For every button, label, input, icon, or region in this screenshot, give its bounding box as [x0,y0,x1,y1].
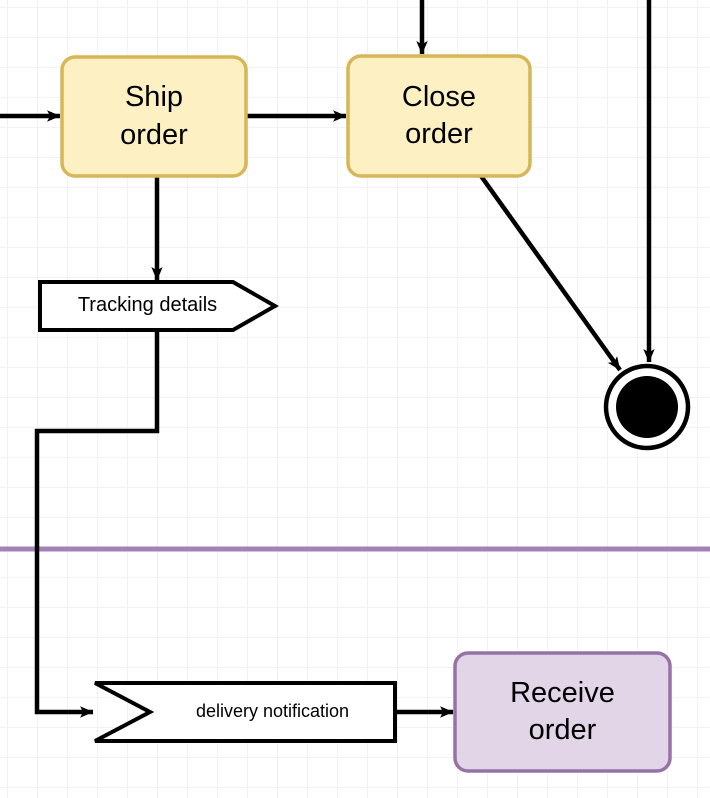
node-activity-final[interactable] [603,363,691,451]
final-node-core [616,376,678,438]
node-close-order[interactable] [346,54,532,178]
node-ship-order[interactable] [60,55,248,178]
node-receive-order[interactable] [453,651,672,773]
node-tracking-details[interactable] [38,280,280,332]
node-delivery-notification[interactable] [94,681,397,743]
edge-tracking-to-delivery[interactable] [34,330,160,718]
edge-close-to-final[interactable] [479,174,622,372]
